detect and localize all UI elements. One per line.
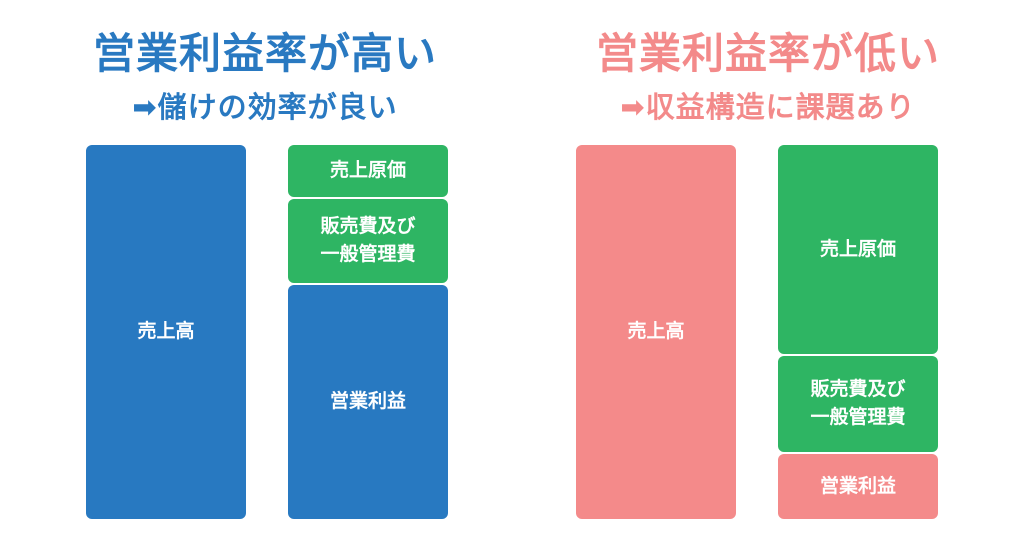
low-margin-title: 営業利益率が低い <box>595 29 940 78</box>
high-margin-subtitle: ➡儲けの効率が良い <box>132 90 398 124</box>
right-cost-of-sales-box: 売上原価 <box>778 145 938 354</box>
right-operating-profit-label: 営業利益 <box>819 474 896 497</box>
right-cost-of-sales-label: 売上原価 <box>819 237 896 260</box>
right-sga-box: 販売費及び 一般管理費 <box>778 356 938 452</box>
left-revenue-box: 売上高 <box>86 145 246 519</box>
right-revenue-label: 売上高 <box>627 320 685 343</box>
left-cost-of-sales-label: 売上原価 <box>329 159 406 182</box>
left-operating-profit-label: 営業利益 <box>329 390 406 413</box>
right-sga-label: 販売費及び 一般管理費 <box>810 378 906 428</box>
low-margin-subtitle: ➡収益構造に課題あり <box>620 90 916 124</box>
right-operating-profit-box: 営業利益 <box>778 454 938 519</box>
right-revenue-box: 売上高 <box>576 145 736 519</box>
left-sga-box: 販売費及び 一般管理費 <box>288 199 448 283</box>
left-revenue-label: 売上高 <box>137 320 195 343</box>
high-margin-title: 営業利益率が高い <box>92 29 437 78</box>
left-sga-label: 販売費及び 一般管理費 <box>320 215 416 265</box>
left-cost-of-sales-box: 売上原価 <box>288 145 448 197</box>
left-operating-profit-box: 営業利益 <box>288 285 448 519</box>
